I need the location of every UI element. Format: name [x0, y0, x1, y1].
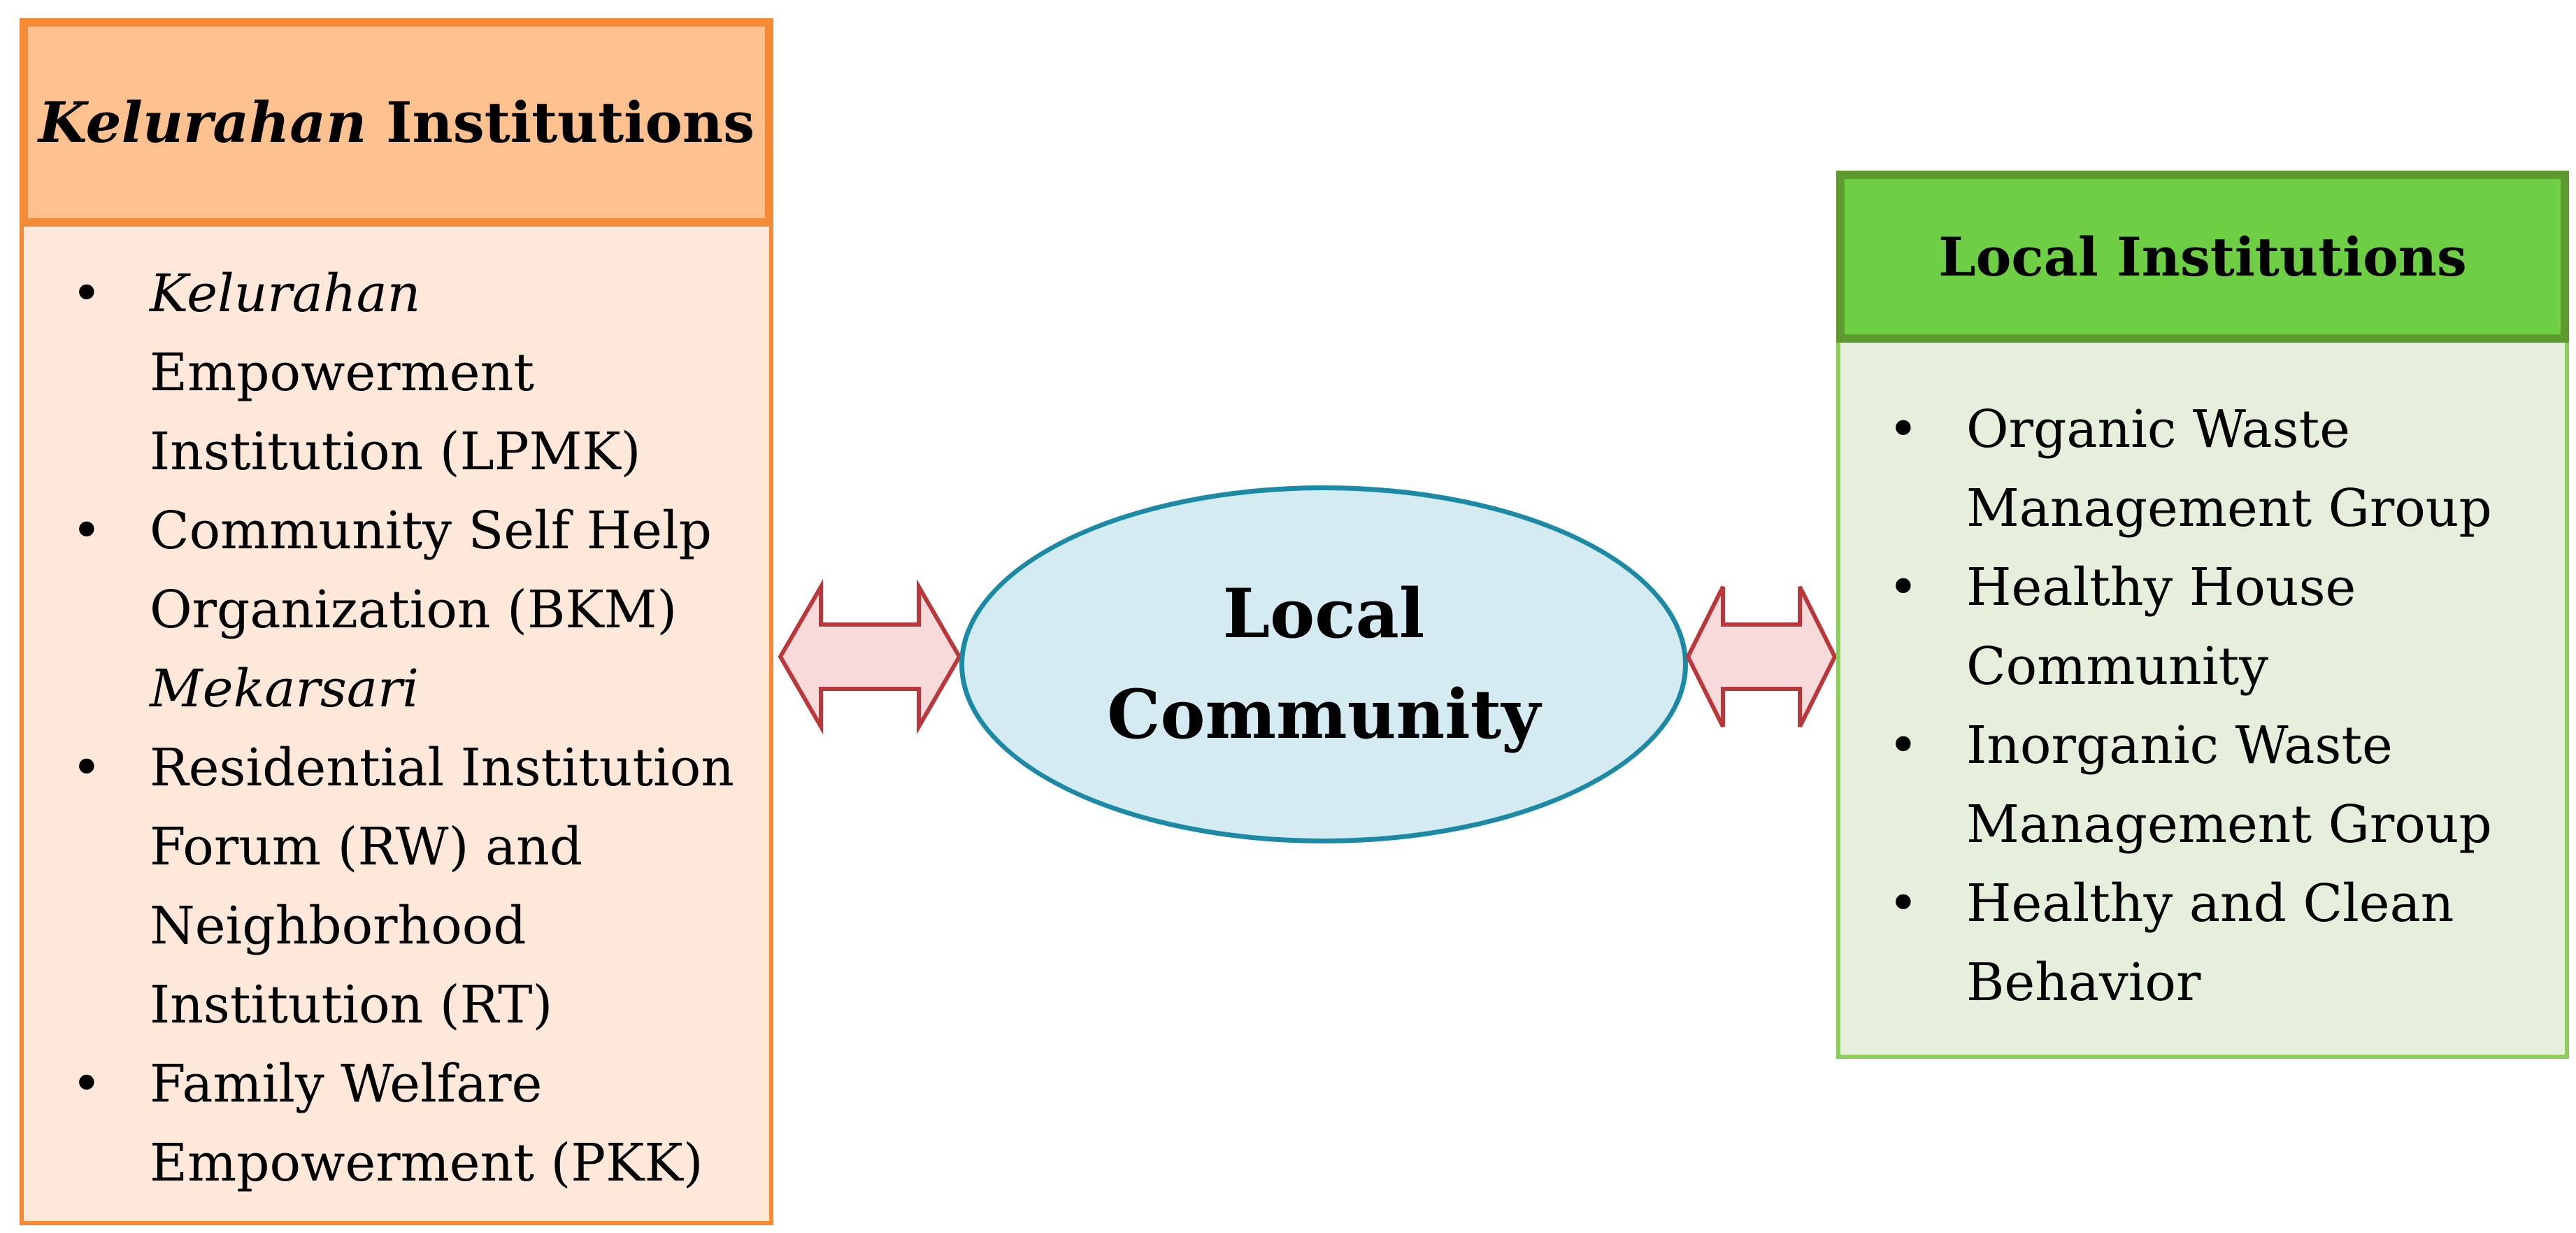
- local-institutions-header: Local Institutions: [1836, 171, 2569, 343]
- left-list-item-line: Empowerment (PKK): [150, 1133, 703, 1193]
- right-list-item-line: Management Group: [1966, 794, 2492, 855]
- left-list-item-line: Institution (RT): [150, 975, 553, 1035]
- right-list-item-line: Healthy House: [1966, 557, 2356, 618]
- local-community-ellipse: Local Community: [959, 485, 1688, 843]
- left-list-item-line: Organization (BKM): [150, 580, 678, 640]
- bullet-icon: •: [1888, 715, 1919, 776]
- right-list-item-line: Management Group: [1966, 478, 2492, 539]
- left-list-item-line: Forum (RW) and: [150, 817, 583, 877]
- left-list-item-line: Institution (LPMK): [150, 422, 641, 482]
- right-list-item-line: Organic Waste: [1966, 399, 2351, 459]
- bullet-icon: •: [71, 501, 102, 561]
- double-arrow-right-icon: [1685, 585, 1838, 728]
- left-list-item-line: Kelurahan: [150, 264, 421, 324]
- left-list-item-line: Mekarsari: [150, 659, 420, 719]
- double-arrow-left-shape: [778, 578, 962, 735]
- kelurahan-title-rest: Institutions: [366, 90, 755, 155]
- double-arrow-left-icon: [778, 578, 962, 735]
- bullet-icon: •: [1888, 557, 1919, 618]
- left-list-item-line: Community Self Help: [150, 501, 712, 561]
- double-arrow-right-shape: [1685, 585, 1838, 728]
- local-community-line1: Local: [1222, 574, 1425, 653]
- right-list-item-line: Healthy and Clean: [1966, 874, 2454, 934]
- local-institutions-title: Local Institutions: [1938, 225, 2467, 288]
- left-list-item-line: Empowerment: [150, 343, 534, 403]
- bullet-icon: •: [1888, 874, 1919, 934]
- left-list-item-line: Residential Institution: [150, 738, 734, 798]
- right-list-item-line: Community: [1966, 636, 2269, 697]
- bullet-icon: •: [1888, 399, 1919, 459]
- right-list-item-line: Behavior: [1966, 953, 2201, 1013]
- bullet-icon: •: [71, 1054, 102, 1114]
- bullet-icon: •: [71, 738, 102, 798]
- local-community-label: Local Community: [1079, 564, 1568, 765]
- local-community-line2: Community: [1107, 675, 1540, 754]
- bullet-icon: •: [71, 264, 102, 324]
- right-list-item-line: Inorganic Waste: [1966, 715, 2393, 776]
- left-list-item-line: Neighborhood: [150, 896, 527, 956]
- kelurahan-institutions-header: Kelurahan Institutions: [20, 18, 773, 227]
- kelurahan-title-italic: Kelurahan: [38, 90, 367, 155]
- left-list-item-line: Family Welfare: [150, 1054, 543, 1114]
